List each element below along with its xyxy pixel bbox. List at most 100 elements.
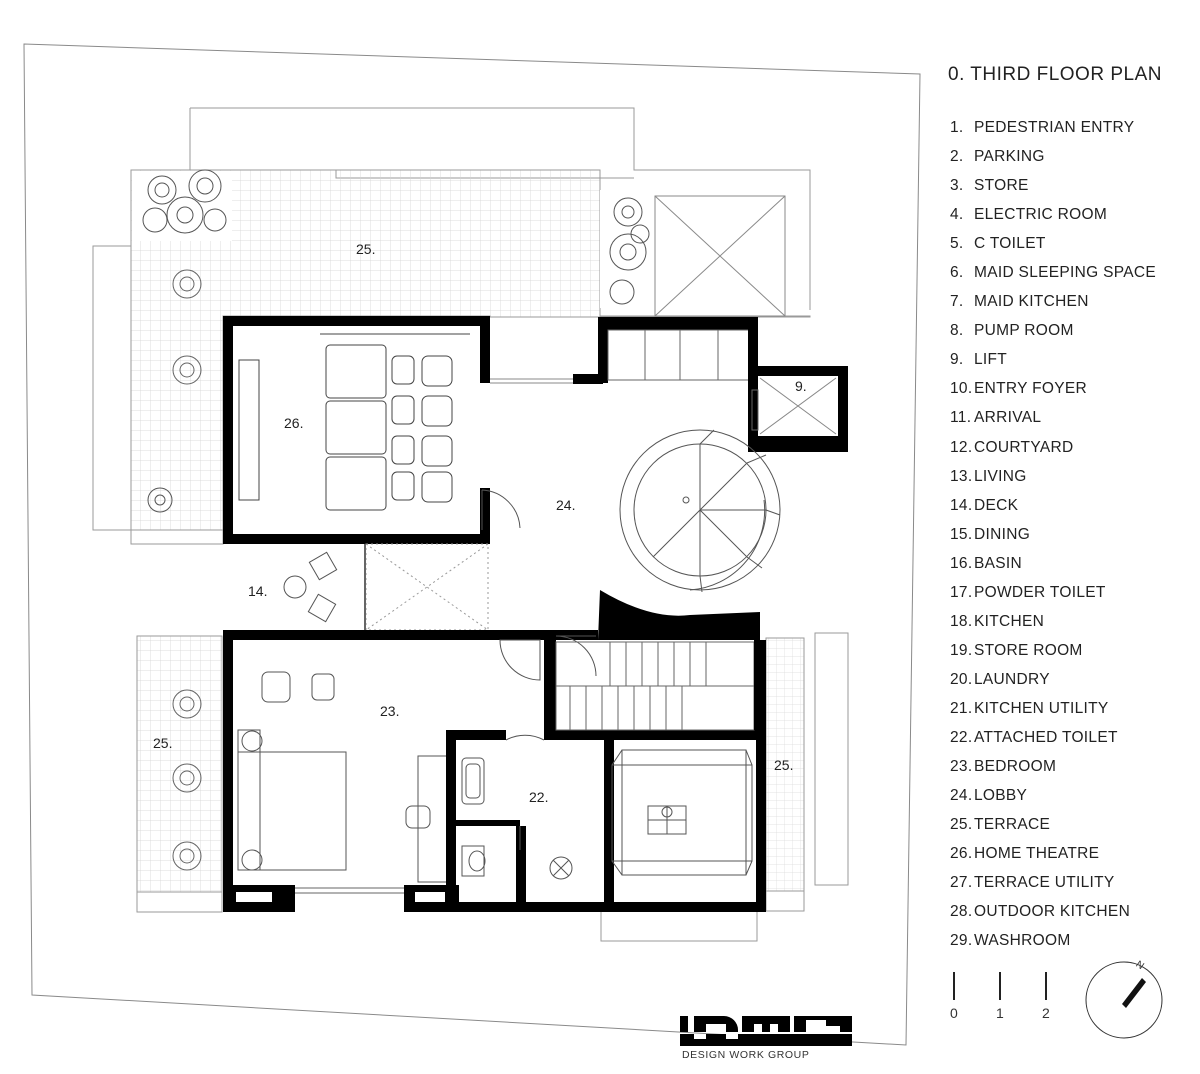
bedroom-door xyxy=(499,639,541,681)
terrace-top xyxy=(130,169,811,531)
legend-number: 12. xyxy=(950,438,973,456)
legend-item: 2.PARKING xyxy=(950,147,1156,176)
legend-item: 5. C TOILET xyxy=(950,234,1156,263)
deck-glass-bay xyxy=(365,543,489,631)
legend-number: 21. xyxy=(950,699,973,717)
legend-number: 6. xyxy=(950,264,964,282)
legend-number: 17. xyxy=(950,583,973,601)
legend-number: 25. xyxy=(950,816,973,834)
legend-label: POWDER TOILET xyxy=(974,583,1106,601)
legend-item: 12.COURTYARD xyxy=(950,438,1156,467)
scale-label-1: 1 xyxy=(996,1005,1004,1021)
north-arrow-icon xyxy=(1085,961,1163,1039)
legend-number: 5. xyxy=(950,235,964,253)
legend-number: 4. xyxy=(950,206,964,224)
legend-item: 4.ELECTRIC ROOM xyxy=(950,205,1156,234)
scale-label-2: 2 xyxy=(1042,1005,1050,1021)
legend-item: 3. STORE xyxy=(950,176,1156,205)
stair-core-walls xyxy=(598,317,758,383)
legend-item: 7.MAID KITCHEN xyxy=(950,292,1156,321)
planter-top-left xyxy=(142,169,227,234)
label-attached-toilet: 22. xyxy=(529,789,548,805)
legend-item: 1. PEDESTRIAN ENTRY xyxy=(950,118,1156,147)
theatre-seats xyxy=(320,333,470,511)
plan-title: 0. THIRD FLOOR PLAN xyxy=(948,64,1162,85)
legend-label: ATTACHED TOILET xyxy=(974,728,1118,746)
label-home-theatre: 26. xyxy=(284,415,303,431)
logo-subtitle: DESIGN WORK GROUP xyxy=(682,1049,810,1061)
dwg-logo xyxy=(680,1016,852,1046)
legend-label: LIFT xyxy=(974,351,1008,369)
legend-number: 3. xyxy=(950,177,964,195)
legend-item: 14.DECK xyxy=(950,496,1156,525)
legend-label: DINING xyxy=(974,525,1031,543)
legend-label: LAUNDRY xyxy=(974,670,1050,688)
label-deck: 14. xyxy=(248,583,267,599)
site-boundary xyxy=(23,43,921,1046)
label-lift: 9. xyxy=(795,378,807,394)
spiral-stair-wall xyxy=(598,590,760,640)
legend-item: 16.BASIN xyxy=(950,554,1156,583)
legend-number: 1. xyxy=(950,119,964,136)
legend-label: COURTYARD xyxy=(974,438,1074,456)
legend-label: BEDROOM xyxy=(974,758,1057,776)
legend-number: 22. xyxy=(950,728,973,746)
legend-label: PARKING xyxy=(974,148,1045,166)
lift-walls xyxy=(748,317,848,452)
legend-number: 14. xyxy=(950,496,973,514)
legend-number: 18. xyxy=(950,612,973,630)
legend-item: 25.TERRACE xyxy=(950,815,1156,844)
legend-label: LOBBY xyxy=(974,787,1028,805)
legend-item: 18.KITCHEN xyxy=(950,612,1156,641)
legend-item: 21.KITCHEN UTILITY xyxy=(950,699,1156,728)
legend-label: MAID SLEEPING SPACE xyxy=(974,264,1156,282)
legend-label: BASIN xyxy=(974,554,1023,572)
legend-label: MAID KITCHEN xyxy=(974,293,1089,311)
legend-number: 10. xyxy=(950,380,973,398)
planter-top-right xyxy=(609,197,650,305)
legend-item: 23.BEDROOM xyxy=(950,757,1156,786)
theatre-screen xyxy=(238,359,260,501)
legend-item: 22.ATTACHED TOILET xyxy=(950,728,1156,757)
legend-number: 27. xyxy=(950,874,973,892)
legend-label: C TOILET xyxy=(974,235,1046,253)
bedroom-walls xyxy=(223,630,598,885)
spiral-stair xyxy=(619,429,781,593)
right-block-walls xyxy=(600,730,766,912)
legend-number: 28. xyxy=(950,903,973,921)
legend-number: 16. xyxy=(950,554,973,572)
legend-item: 28.OUTDOOR KITCHEN xyxy=(950,902,1156,931)
legend-item: 27.TERRACE UTILITY xyxy=(950,873,1156,902)
planter-left-small xyxy=(147,487,173,513)
legend-item: 26.HOME THEATRE xyxy=(950,844,1156,873)
legend-item: 13.LIVING xyxy=(950,467,1156,496)
legend-label: WASHROOM xyxy=(974,932,1071,950)
legend-label: STORE xyxy=(974,177,1029,195)
legend-number: 8. xyxy=(950,322,964,340)
void-shaft xyxy=(654,195,786,317)
legend-item: 6. MAID SLEEPING SPACE xyxy=(950,263,1156,292)
legend-label: STORE ROOM xyxy=(974,641,1083,659)
legend-label: HOME THEATRE xyxy=(974,845,1100,863)
label-lobby: 24. xyxy=(556,497,575,513)
legend-number: 9. xyxy=(950,351,964,369)
scale-bar xyxy=(953,972,1047,1000)
legend-label: PUMP ROOM xyxy=(974,322,1074,340)
legend-label: DECK xyxy=(974,496,1019,514)
legend-label: PEDESTRIAN ENTRY xyxy=(974,119,1135,136)
label-terrace-right: 25. xyxy=(774,757,793,773)
legend-number: 11. xyxy=(950,409,972,427)
legend-item: 11.ARRIVAL xyxy=(950,408,1156,437)
right-block-details xyxy=(611,749,753,876)
label-bedroom: 23. xyxy=(380,703,399,719)
label-terrace-top: 25. xyxy=(356,241,375,257)
bedroom-furniture xyxy=(237,671,449,883)
legend-number: 15. xyxy=(950,525,973,543)
terrace-left xyxy=(136,635,223,893)
legend-item: 24.LOBBY xyxy=(950,786,1156,815)
legend-number: 26. xyxy=(950,845,973,863)
terrace-fixtures xyxy=(172,269,202,871)
legend-label: KITCHEN UTILITY xyxy=(974,699,1109,717)
legend-number: 20. xyxy=(950,670,973,688)
